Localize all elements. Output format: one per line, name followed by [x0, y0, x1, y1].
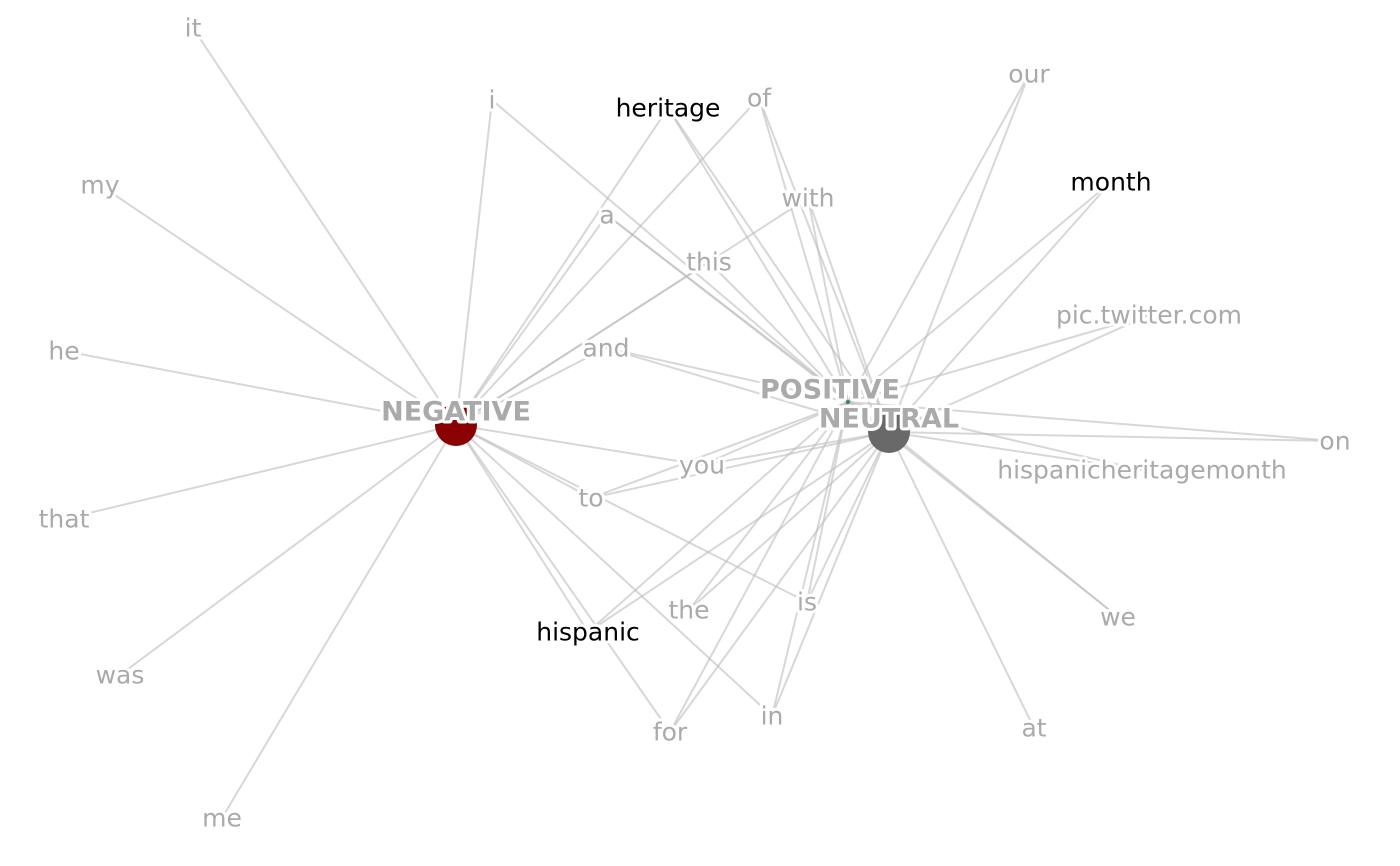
edge-positive-hispanic: [587, 401, 849, 633]
labels-layer: it i heritage of our my a with month this pic.twit…: [36, 11, 1354, 836]
word-node-it[interactable]: it: [182, 11, 205, 46]
edge-neutral-month: [888, 181, 1112, 433]
sentiment-label-neutral: NEUTRAL: [819, 404, 959, 435]
word-node-month[interactable]: month: [1067, 165, 1154, 200]
word-node-me[interactable]: me: [199, 801, 245, 836]
nodes-layer: [435, 400, 910, 453]
edge-neutral-to: [590, 431, 890, 499]
edge-positive-on: [847, 401, 1336, 442]
edge-negative-hispanic: [455, 424, 589, 633]
node-neutral[interactable]: [868, 411, 910, 453]
edge-positive-month: [847, 181, 1112, 403]
edge-negative-in: [455, 424, 773, 717]
edge-neutral-pic: [888, 314, 1150, 433]
word-node-for[interactable]: for: [650, 715, 691, 750]
edge-negative-that: [63, 424, 457, 520]
edge-neutral-in: [771, 431, 890, 717]
edge-positive-this: [708, 261, 849, 403]
word-node-that[interactable]: that: [36, 502, 93, 537]
word-node-heritage[interactable]: heritage: [613, 91, 724, 126]
edge-negative-heritage: [455, 107, 669, 426]
edge-negative-for: [455, 424, 671, 733]
word-node-to[interactable]: to: [575, 481, 606, 516]
edge-neutral-our: [888, 73, 1030, 433]
word-node-with[interactable]: with: [778, 181, 837, 216]
edge-neutral-is: [806, 431, 890, 603]
word-node-my[interactable]: my: [77, 168, 122, 203]
edge-neutral-hhm: [888, 431, 1143, 471]
edge-positive-the: [688, 401, 849, 611]
edge-neutral-heritage: [667, 107, 890, 433]
edges-layer: [63, 27, 1336, 819]
word-node-pic[interactable]: pic.twitter.com: [1053, 298, 1245, 333]
edge-positive-heritage: [667, 107, 849, 403]
edge-positive-is: [806, 401, 849, 603]
word-node-he[interactable]: he: [45, 334, 82, 369]
edge-neutral-we: [888, 431, 1119, 618]
edge-positive-i: [491, 99, 849, 403]
edge-neutral-at: [888, 431, 1035, 729]
edge-positive-for: [669, 401, 849, 733]
word-node-is[interactable]: is: [794, 585, 820, 620]
word-node-a[interactable]: a: [596, 198, 617, 233]
sentiment-label-negative: NEGATIVE: [381, 397, 531, 428]
word-node-was[interactable]: was: [93, 658, 148, 693]
edge-positive-and: [605, 347, 849, 403]
word-node-and[interactable]: and: [579, 331, 632, 366]
edge-neutral-on: [888, 431, 1336, 442]
edge-neutral-a: [606, 214, 890, 433]
sentiment-label-positive: POSITIVE: [760, 375, 900, 406]
edge-neutral-you: [701, 431, 890, 466]
word-node-hhm[interactable]: hispanicheritagemonth: [994, 453, 1290, 488]
word-node-our[interactable]: our: [1005, 57, 1053, 92]
node-negative[interactable]: [435, 404, 477, 446]
edge-positive-pic: [847, 314, 1150, 403]
edge-negative-i: [455, 99, 493, 426]
edge-neutral-and: [605, 347, 890, 433]
edge-negative-you: [455, 424, 703, 466]
edge-negative-a: [455, 214, 608, 426]
word-node-i[interactable]: i: [486, 83, 499, 118]
word-node-of[interactable]: of: [744, 81, 775, 116]
edge-negative-with: [455, 197, 809, 426]
node-positive[interactable]: [846, 400, 850, 404]
edge-neutral-hispanic: [587, 431, 890, 633]
word-node-on[interactable]: on: [1316, 424, 1353, 459]
edge-negative-of: [455, 97, 760, 426]
edge-positive-our: [847, 73, 1030, 403]
edge-negative-and: [455, 347, 607, 426]
word-node-in[interactable]: in: [758, 699, 787, 734]
edge-neutral-with: [807, 197, 890, 433]
edge-neutral-for: [669, 431, 890, 733]
edge-negative-is: [455, 424, 808, 603]
edge-positive-with: [807, 197, 849, 403]
edge-negative-me: [221, 424, 457, 819]
word-node-this[interactable]: this: [683, 245, 735, 280]
word-node-you[interactable]: you: [676, 448, 728, 483]
edge-negative-he: [63, 350, 457, 426]
word-node-at[interactable]: at: [1018, 711, 1049, 746]
edge-neutral-the: [688, 431, 890, 611]
word-node-we[interactable]: we: [1097, 600, 1139, 635]
edge-negative-was: [119, 424, 457, 676]
edge-negative-it: [192, 27, 457, 426]
edge-positive-in: [771, 401, 849, 717]
word-node-hispanic[interactable]: hispanic: [533, 615, 643, 650]
edge-negative-my: [99, 184, 457, 426]
edge-positive-to: [590, 401, 849, 499]
edge-neutral-of: [758, 97, 890, 433]
word-node-the[interactable]: the: [665, 593, 712, 628]
